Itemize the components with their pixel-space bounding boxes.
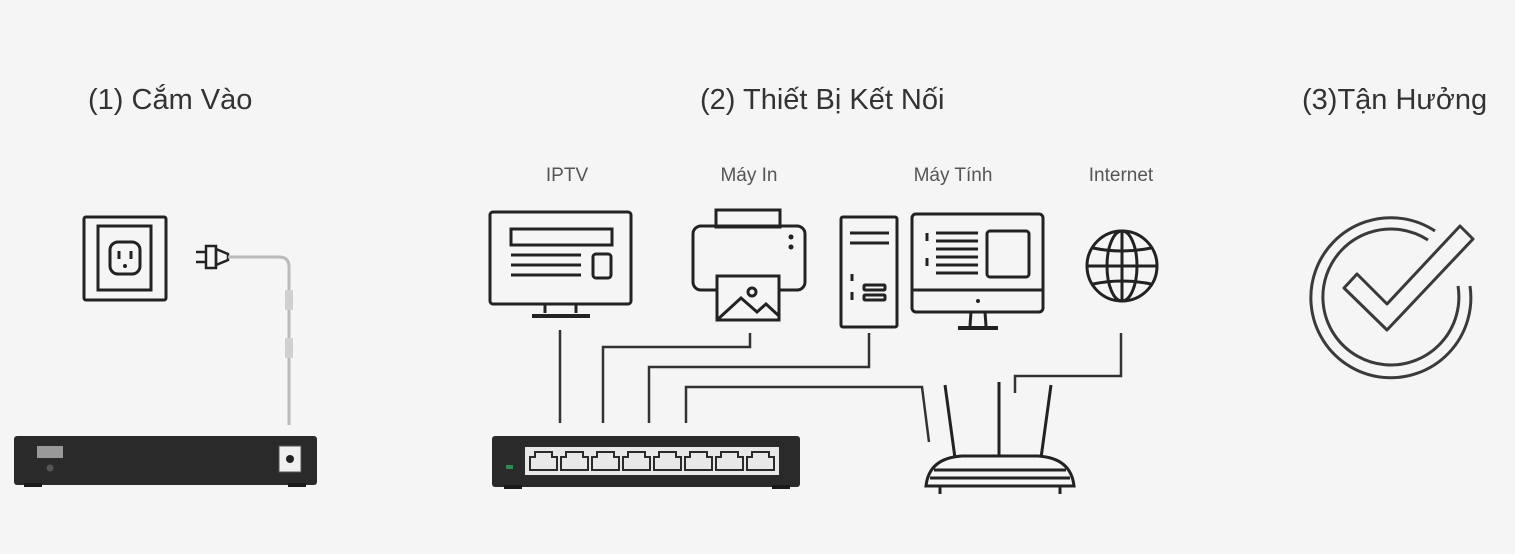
switch-rear-icon (14, 436, 317, 487)
globe-icon (1085, 229, 1159, 303)
desktop-monitor-icon (910, 212, 1045, 330)
cable-clip (285, 290, 293, 310)
checkmark-circle-icon (1309, 216, 1475, 380)
step-1-title: (1) Cắm Vào (88, 84, 253, 116)
label-internet: Internet (1088, 165, 1154, 186)
router-icon (924, 382, 1076, 494)
printer-icon (691, 208, 807, 322)
label-computer: Máy Tính (913, 165, 993, 186)
power-outlet-icon (82, 215, 168, 302)
power-cable (228, 255, 291, 425)
label-printer: Máy In (720, 165, 778, 186)
network-switch-icon (492, 436, 800, 489)
cable-clip (285, 338, 293, 358)
network-cables (558, 330, 1123, 443)
label-iptv: IPTV (545, 165, 589, 186)
tv-monitor-icon (488, 210, 633, 318)
step-2-title: (2) Thiết Bị Kết Nối (700, 84, 945, 116)
step-3-title: (3)Tận Hưởng (1302, 84, 1488, 116)
pc-tower-icon (839, 215, 899, 329)
switch-ports (529, 451, 775, 471)
power-plug-icon (196, 244, 230, 270)
